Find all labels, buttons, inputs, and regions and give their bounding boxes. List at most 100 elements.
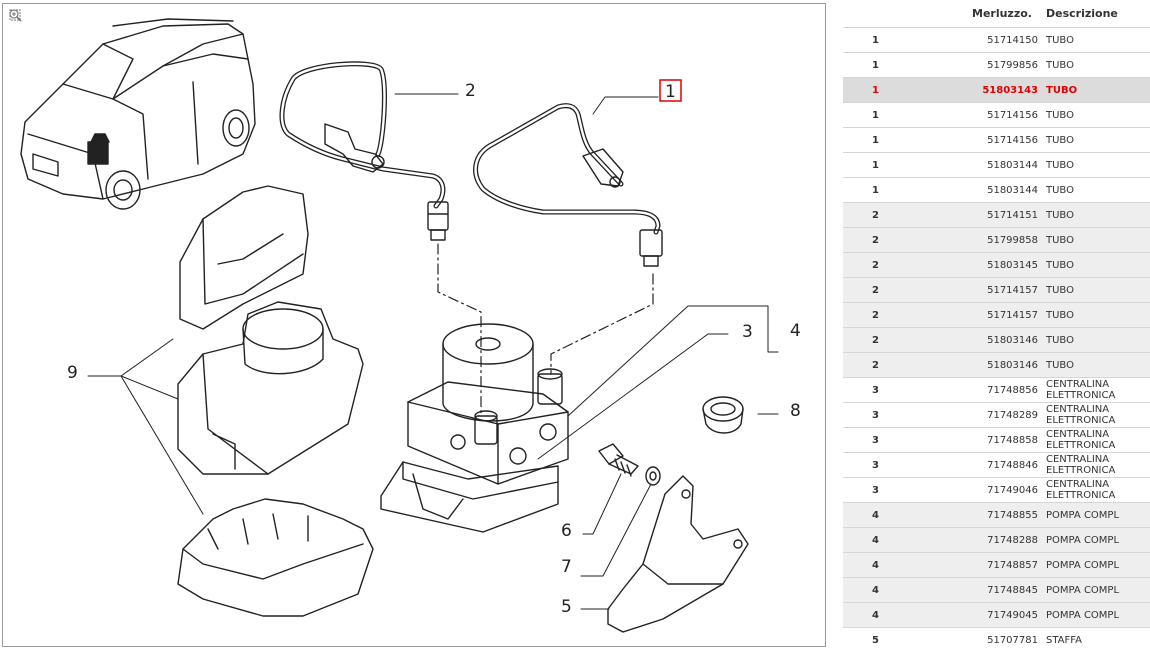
row-code: 51714157 xyxy=(930,277,1046,303)
row-description: TUBO xyxy=(1046,227,1150,253)
row-qty: 1 xyxy=(843,27,930,53)
row-description: TUBO xyxy=(1046,127,1150,153)
row-qty: 1 xyxy=(843,77,930,103)
header-description[interactable]: Descrizione xyxy=(1046,0,1150,28)
row-description: TUBO xyxy=(1046,277,1150,303)
row-description: CENTRALINA ELETTRONICA xyxy=(1046,427,1150,453)
callout-8[interactable]: 8 xyxy=(790,401,801,421)
row-qty: 4 xyxy=(843,602,930,628)
row-description: TUBO xyxy=(1046,252,1150,278)
row-code: 71748288 xyxy=(930,527,1046,553)
callout-6[interactable]: 6 xyxy=(561,521,572,541)
row-description: TUBO xyxy=(1046,52,1150,78)
row-code: 71748289 xyxy=(930,402,1046,428)
leader-lines xyxy=(87,93,779,610)
row-qty: 3 xyxy=(843,477,930,503)
row-qty: 2 xyxy=(843,327,930,353)
zoom-out-icon[interactable] xyxy=(8,9,22,52)
row-code: 51803145 xyxy=(930,252,1046,278)
callout-4[interactable]: 4 xyxy=(790,321,801,341)
brake-pipe-1 xyxy=(473,103,663,267)
callout-2[interactable]: 2 xyxy=(465,81,476,101)
row-code: 71749045 xyxy=(930,602,1046,628)
diagram-canvas: 2 1 3 4 8 9 6 7 5 xyxy=(20,18,801,633)
callout-7[interactable]: 7 xyxy=(561,557,572,577)
row-code: 51803146 xyxy=(930,352,1046,378)
row-code: 51803144 xyxy=(930,177,1046,203)
row-qty: 3 xyxy=(843,427,930,453)
row-code: 51803146 xyxy=(930,327,1046,353)
row-description: CENTRALINA ELETTRONICA xyxy=(1046,377,1150,403)
row-qty: 2 xyxy=(843,352,930,378)
row-code: 71748858 xyxy=(930,427,1046,453)
row-description: CENTRALINA ELETTRONICA xyxy=(1046,402,1150,428)
row-qty: 4 xyxy=(843,552,930,578)
row-description: POMPA COMPL xyxy=(1046,527,1150,553)
car-thumbnail xyxy=(20,18,256,210)
row-qty: 2 xyxy=(843,227,930,253)
row-description: TUBO xyxy=(1046,27,1150,53)
row-code: 71748855 xyxy=(930,502,1046,528)
row-qty: 2 xyxy=(843,202,930,228)
row-code: 71748857 xyxy=(930,552,1046,578)
zoom-toolbar xyxy=(8,8,24,53)
cover-parts-9 xyxy=(177,185,374,617)
callout-9[interactable]: 9 xyxy=(67,363,78,383)
abs-hydraulic-unit xyxy=(380,323,569,533)
row-qty: 3 xyxy=(843,452,930,478)
row-description: STAFFA xyxy=(1046,627,1150,650)
selected-callout-box xyxy=(659,79,682,102)
row-code: 71749046 xyxy=(930,477,1046,503)
row-qty: 2 xyxy=(843,302,930,328)
header-code[interactable]: Merluzzo. xyxy=(930,0,1046,28)
row-description: TUBO xyxy=(1046,327,1150,353)
exploded-diagram-panel[interactable]: 2 1 3 4 8 9 6 7 5 xyxy=(2,3,826,647)
row-description: CENTRALINA ELETTRONICA xyxy=(1046,477,1150,503)
row-qty: 4 xyxy=(843,527,930,553)
bolt-part-6 xyxy=(598,443,639,477)
callout-5[interactable]: 5 xyxy=(561,597,572,617)
washer-part-7 xyxy=(645,466,661,486)
callout-3[interactable]: 3 xyxy=(742,322,753,342)
brake-pipe-2 xyxy=(279,61,449,241)
row-code: 51799858 xyxy=(930,227,1046,253)
row-qty: 3 xyxy=(843,402,930,428)
callout-1[interactable]: 1 xyxy=(665,82,676,102)
row-qty: 3 xyxy=(843,377,930,403)
row-qty: 2 xyxy=(843,277,930,303)
header-qty xyxy=(843,0,930,28)
row-description: TUBO xyxy=(1046,77,1150,103)
row-qty: 1 xyxy=(843,52,930,78)
row-code: 51803144 xyxy=(930,152,1046,178)
bracket-part-5 xyxy=(607,475,749,633)
row-description: TUBO xyxy=(1046,152,1150,178)
row-description: TUBO xyxy=(1046,202,1150,228)
row-description: POMPA COMPL xyxy=(1046,552,1150,578)
